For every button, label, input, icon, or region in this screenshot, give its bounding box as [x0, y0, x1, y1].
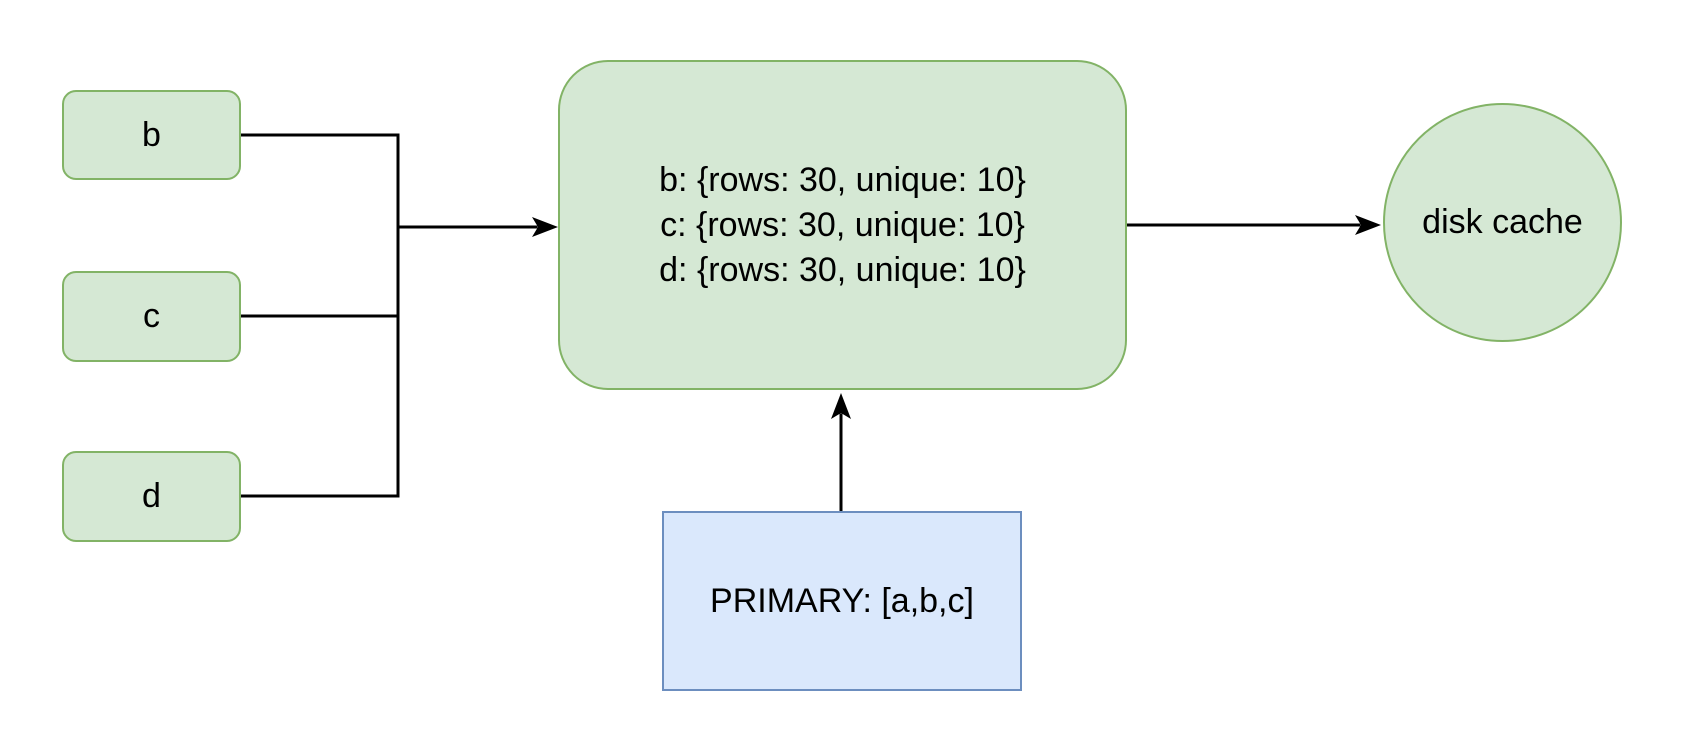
- arrow-to-stats-arrowhead: [532, 217, 558, 237]
- stats-line-b: b: {rows: 30, unique: 10}: [659, 160, 1026, 199]
- node-b-label: b: [142, 115, 161, 154]
- node-b: b: [62, 90, 241, 180]
- stats-line-c: c: {rows: 30, unique: 10}: [660, 205, 1025, 244]
- arrow-primary-to-stats-arrowhead: [831, 393, 851, 419]
- node-d: d: [62, 451, 241, 542]
- node-primary-label: PRIMARY: [a,b,c]: [710, 581, 974, 620]
- arrow-stats-to-disk-arrowhead: [1355, 215, 1381, 235]
- node-primary: PRIMARY: [a,b,c]: [662, 511, 1022, 691]
- node-disk-cache-label: disk cache: [1422, 203, 1583, 242]
- node-c-label: c: [143, 297, 160, 336]
- node-stats: b: {rows: 30, unique: 10} c: {rows: 30, …: [558, 60, 1127, 390]
- node-c: c: [62, 271, 241, 362]
- node-disk-cache: disk cache: [1383, 103, 1622, 342]
- node-d-label: d: [142, 477, 161, 516]
- stats-line-d: d: {rows: 30, unique: 10}: [659, 250, 1026, 289]
